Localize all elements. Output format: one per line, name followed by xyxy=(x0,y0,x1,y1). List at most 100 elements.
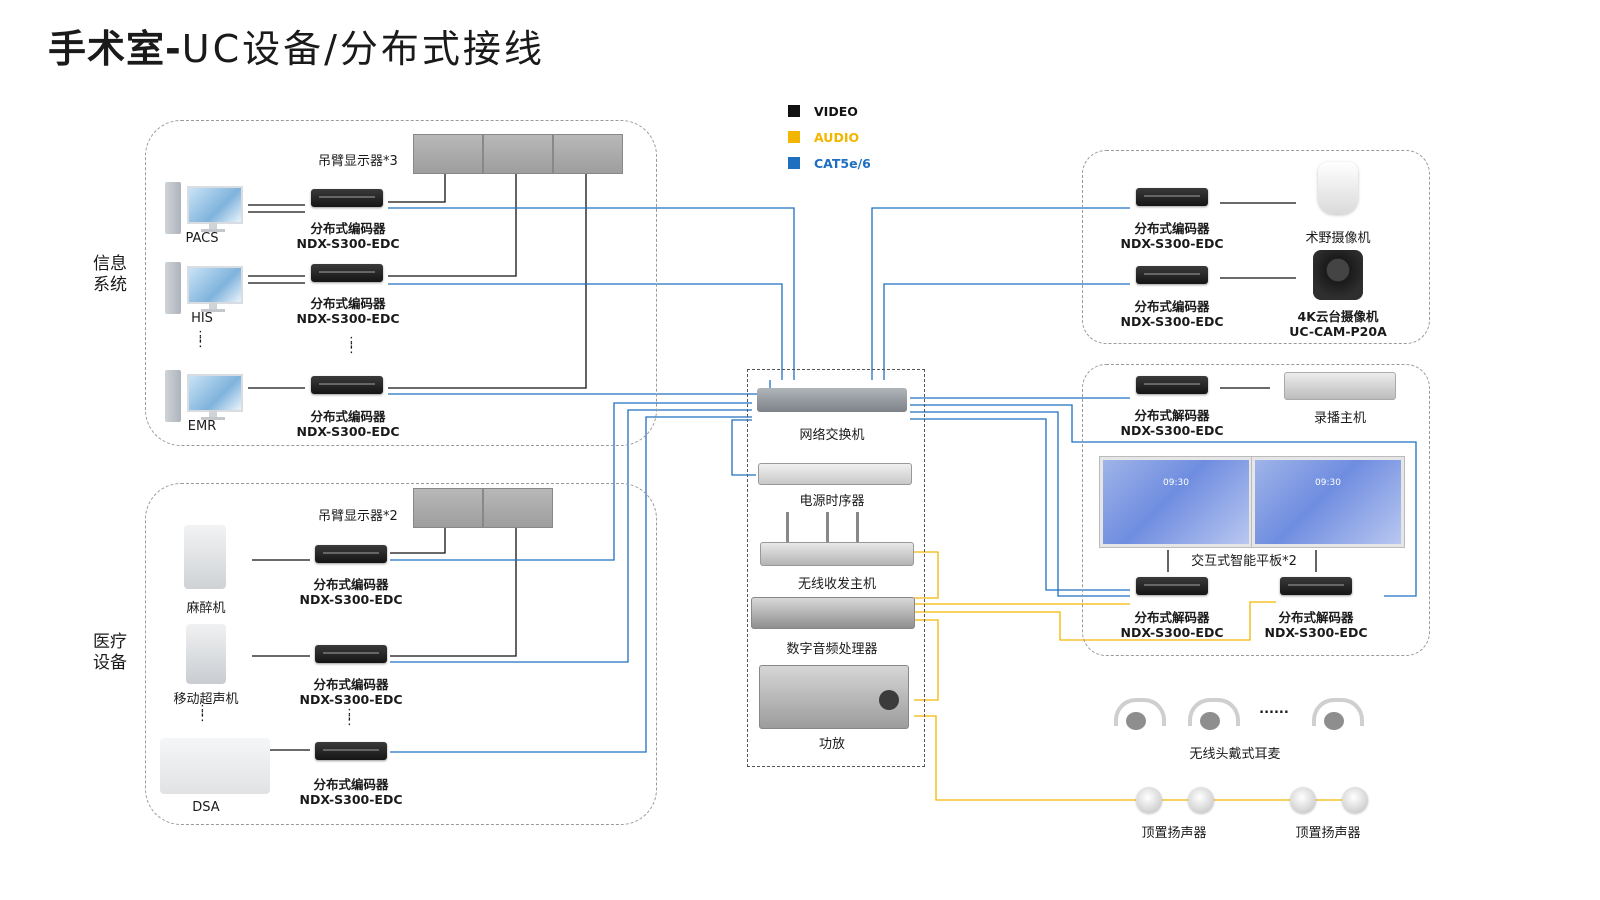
medical-boom-display-1 xyxy=(413,488,483,528)
info-encoder-2-name: 分布式编码器 xyxy=(310,296,386,311)
power-sequencer xyxy=(758,463,912,485)
info-sources-ellipsis: ⋮⋮ xyxy=(194,329,207,350)
decoder-2-model: NDX-S300-EDC xyxy=(1120,625,1224,640)
camera-encoder-2 xyxy=(1136,266,1208,284)
pacs-label: PACS xyxy=(185,231,219,246)
headset-icon-2 xyxy=(1182,696,1240,732)
smart-panel-2-time: 09:30 xyxy=(1315,478,1341,488)
medical-encoder-1-model: NDX-S300-EDC xyxy=(299,592,403,607)
medical-encoder-2-name: 分布式编码器 xyxy=(313,677,389,692)
medical-encoder-ellipsis: ⋮⋮ xyxy=(343,707,356,728)
wireless-antenna-2 xyxy=(826,512,829,542)
audio-processor-label: 数字音频处理器 xyxy=(786,642,878,657)
medical-encoder-3 xyxy=(315,742,387,760)
dsa-label: DSA xyxy=(192,800,220,815)
ceiling-speaker-icon-3 xyxy=(1290,787,1316,813)
wireless-antenna-3 xyxy=(856,512,859,542)
wireless-host-label: 无线收发主机 xyxy=(797,577,876,592)
boom-display-2 xyxy=(483,134,553,174)
emr-label: EMR xyxy=(187,419,217,434)
ultrasound-machine xyxy=(186,624,226,684)
legend-cat-label: CAT5e/6 xyxy=(814,156,871,171)
ceiling-speaker-label-2: 顶置扬声器 xyxy=(1295,826,1361,841)
field-camera-icon xyxy=(1318,162,1358,214)
wireless-antenna-1 xyxy=(786,512,789,542)
ptz-camera-name: 4K云台摄像机 xyxy=(1297,309,1379,324)
equipment-rack xyxy=(747,369,925,767)
medical-sources-ellipsis: ⋮⋮ xyxy=(196,703,209,724)
decoder-1-model: NDX-S300-EDC xyxy=(1120,423,1224,438)
recorder-host xyxy=(1284,372,1396,400)
legend-video-label: VIDEO xyxy=(814,104,858,119)
legend-video-swatch xyxy=(788,105,800,117)
medical-encoder-3-model: NDX-S300-EDC xyxy=(299,792,403,807)
medical-group xyxy=(145,483,657,825)
decoder-2-name: 分布式解码器 xyxy=(1134,610,1210,625)
smart-panel-label: 交互式智能平板*2 xyxy=(1191,554,1297,569)
camera-group xyxy=(1082,150,1430,344)
ceiling-speaker-icon-2 xyxy=(1188,787,1214,813)
medical-encoder-2 xyxy=(315,645,387,663)
legend-cat: CAT5e/6 xyxy=(788,156,871,182)
info-encoder-3-name: 分布式编码器 xyxy=(310,409,386,424)
ptz-camera-icon xyxy=(1313,250,1363,300)
legend-video: VIDEO xyxy=(788,104,871,130)
ultrasound-label: 移动超声机 xyxy=(173,692,239,707)
legend-audio-label: AUDIO xyxy=(814,130,860,145)
camera-encoder-2-model: NDX-S300-EDC xyxy=(1120,314,1224,329)
ceiling-speaker-label-1: 顶置扬声器 xyxy=(1141,826,1207,841)
amplifier-label: 功放 xyxy=(818,737,845,752)
ptz-camera-model: UC-CAM-P20A xyxy=(1289,324,1387,339)
medical-display-label: 吊臂显示器*2 xyxy=(318,509,398,524)
headset-icon-1 xyxy=(1108,696,1166,732)
medical-label: 医疗设备 xyxy=(93,632,127,673)
smart-panel-1: 09:30 xyxy=(1100,457,1252,547)
legend: VIDEO AUDIO CAT5e/6 xyxy=(788,104,871,182)
camera-encoder-1-model: NDX-S300-EDC xyxy=(1120,236,1224,251)
pacs-workstation xyxy=(165,182,243,240)
field-camera-label: 术野摄像机 xyxy=(1305,231,1371,246)
ceiling-speaker-icon-1 xyxy=(1136,787,1162,813)
info-encoder-1-name: 分布式编码器 xyxy=(310,221,386,236)
info-encoder-1 xyxy=(311,189,383,207)
headset-label: 无线头戴式耳麦 xyxy=(1189,747,1281,762)
wireless-host xyxy=(760,542,914,566)
power-sequencer-label: 电源时序器 xyxy=(799,494,865,509)
decoder-1-name: 分布式解码器 xyxy=(1134,408,1210,423)
smart-panel-1-time: 09:30 xyxy=(1163,478,1189,488)
page-title: 手术室-UC设备/分布式接线 xyxy=(48,18,545,73)
page-title-rest: UC设备/分布式接线 xyxy=(181,27,545,71)
decoder-1 xyxy=(1136,376,1208,394)
medical-encoder-3-name: 分布式编码器 xyxy=(313,777,389,792)
anesthesia-label: 麻醉机 xyxy=(186,601,226,616)
recorder-label: 录播主机 xyxy=(1313,411,1366,426)
audio-wire-amp-spk xyxy=(914,715,1136,801)
camera-encoder-1 xyxy=(1136,188,1208,206)
display-group xyxy=(1082,364,1430,656)
info-system-label: 信息系统 xyxy=(93,254,127,295)
headset-icon-3 xyxy=(1306,696,1364,732)
decoder-3 xyxy=(1280,577,1352,595)
info-encoder-2-model: NDX-S300-EDC xyxy=(296,311,400,326)
his-workstation xyxy=(165,262,243,320)
legend-audio-swatch xyxy=(788,131,800,143)
decoder-2 xyxy=(1136,577,1208,595)
info-encoder-1-model: NDX-S300-EDC xyxy=(296,236,400,251)
boom-display-3 xyxy=(553,134,623,174)
medical-encoder-1-name: 分布式编码器 xyxy=(313,577,389,592)
amplifier-dial xyxy=(879,690,899,710)
decoder-3-name: 分布式解码器 xyxy=(1278,610,1354,625)
info-display-label: 吊臂显示器*3 xyxy=(318,154,398,169)
